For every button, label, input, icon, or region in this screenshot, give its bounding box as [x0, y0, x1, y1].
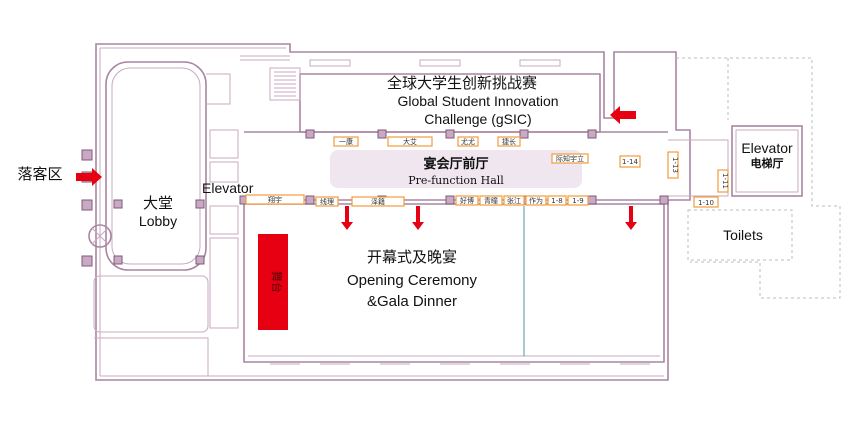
- booth-label: 一康: [339, 137, 353, 146]
- stage: [258, 234, 288, 330]
- prefunction-hall-area: [330, 150, 582, 188]
- arrow-left-icon: [610, 106, 636, 124]
- booth-label: 1-11: [721, 173, 729, 189]
- window-strips: [270, 59, 650, 365]
- booths-bottom-row: 翔宇 线理 泽籍 好博 青瞳 张江 作为 1-8 1-9: [245, 194, 589, 207]
- annex-dashed-outline: [676, 57, 841, 299]
- prefunction-name-cn: 宴会厅前厅: [423, 156, 488, 172]
- booth-label: 线理: [320, 197, 334, 206]
- elevator-right-label-cn: 电梯厅: [751, 156, 784, 170]
- lobby-name-en: Lobby: [139, 213, 177, 229]
- entrance-arrows: [76, 106, 637, 230]
- competition-title-en-2: Challenge (gSIC): [424, 111, 531, 127]
- building-walls: [88, 43, 803, 381]
- arrow-right-icon: [76, 168, 102, 186]
- booth-label: 1-14: [622, 158, 638, 166]
- booth-label: 尤尤: [461, 137, 475, 146]
- arrow-down-icon: [625, 206, 637, 230]
- stage-label: 舞台: [270, 271, 284, 293]
- booth-label: 好博: [460, 196, 474, 205]
- competition-title-cn: 全球大学生创新挑战赛: [387, 74, 537, 92]
- booth-label: 捷长: [502, 137, 516, 146]
- booth-label: 际知宇立: [556, 154, 584, 163]
- arrow-down-icon: [412, 206, 424, 230]
- dropoff-label: 落客区: [17, 165, 62, 183]
- booth-label: 1-13: [671, 157, 679, 173]
- ballroom-name-cn: 开幕式及晚宴: [367, 248, 457, 266]
- ballroom-name-en-1: Opening Ceremony: [347, 272, 478, 289]
- booth-label: 青瞳: [484, 196, 498, 205]
- lobby-name-cn: 大堂: [143, 194, 173, 212]
- toilets-label: Toilets: [723, 227, 763, 243]
- booth-label: 1-8: [551, 197, 562, 205]
- arrow-down-icon: [341, 206, 353, 230]
- booth-label: 1-10: [698, 199, 714, 207]
- booths-right: 1-14 1-13 1-11 1-10: [619, 151, 729, 208]
- booth-label: 翔宇: [268, 195, 282, 204]
- competition-title-en-1: Global Student Innovation: [397, 93, 558, 109]
- elevator-right-label-en: Elevator: [741, 140, 793, 156]
- booth-label: 大艾: [403, 137, 417, 146]
- booth-label: 泽籍: [371, 197, 385, 206]
- prefunction-name-en: Pre-function Hall: [408, 174, 504, 187]
- booth-label: 张江: [507, 196, 521, 205]
- elevator-left-label: Elevator: [202, 180, 254, 196]
- booths-top-row: 一康 大艾 尤尤 捷长 际知宇立: [333, 136, 589, 164]
- booth-label: 作为: [529, 196, 543, 205]
- ballroom-name-en-2: &Gala Dinner: [367, 293, 457, 310]
- booth-label: 1-9: [572, 197, 583, 205]
